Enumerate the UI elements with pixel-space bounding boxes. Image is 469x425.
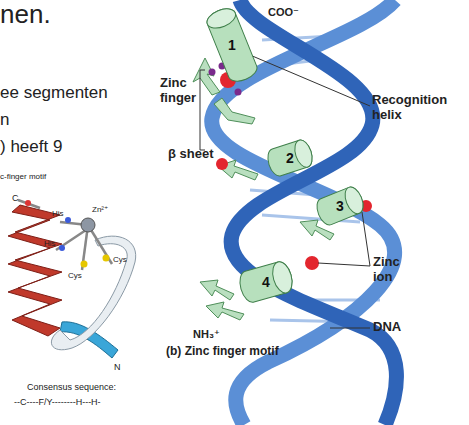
- helix-number: 4: [262, 274, 270, 290]
- cylinder-cap: [342, 184, 367, 216]
- helix-number: 2: [286, 150, 294, 166]
- ion-label: Zn²⁺: [92, 206, 108, 215]
- residue-label: Cys: [68, 272, 82, 281]
- helix-number: 3: [336, 198, 344, 214]
- part-label: Zinc finger: [160, 76, 200, 105]
- terminus-label: C: [12, 193, 19, 203]
- body-text: ) heeft 9: [0, 137, 62, 156]
- helix-number: 1: [228, 37, 236, 53]
- terminus-label: N: [114, 362, 121, 372]
- figure-title: c-finger motif: [0, 173, 46, 182]
- body-text: n: [0, 110, 9, 129]
- residue-label: Cys: [113, 256, 127, 265]
- cylinder-cap: [269, 259, 295, 295]
- leader-line: [200, 55, 370, 328]
- consensus-title: Consensus sequence:: [27, 382, 116, 392]
- cylinder-body: [313, 184, 366, 227]
- zinc-finger-structure: [8, 200, 136, 358]
- part-label: Zinc ion: [373, 255, 413, 284]
- cylinder-body: [204, 5, 260, 85]
- cylinder-cap: [292, 138, 316, 169]
- residue-label: His: [44, 240, 56, 249]
- cylinder-cap: [204, 5, 238, 32]
- consensus-sequence: --C----F/Y--------H---H-: [14, 397, 101, 407]
- body-text: ee segmenten: [0, 83, 108, 102]
- cylinder-body: [237, 259, 296, 304]
- terminus-label: COO⁻: [268, 6, 299, 18]
- zinc-ion: [216, 72, 372, 270]
- part-label: DNA: [373, 320, 401, 335]
- part-label: β sheet: [168, 147, 214, 162]
- part-label: Recognition helix: [372, 93, 464, 122]
- figure-caption: (b) Zinc finger motif: [166, 345, 279, 358]
- terminus-label: NH₃⁺: [193, 328, 220, 340]
- cylinder-body: [265, 138, 315, 178]
- residue-label: His: [52, 210, 64, 219]
- beta-sheet: [193, 58, 334, 320]
- slide-title: nen.: [0, 0, 51, 29]
